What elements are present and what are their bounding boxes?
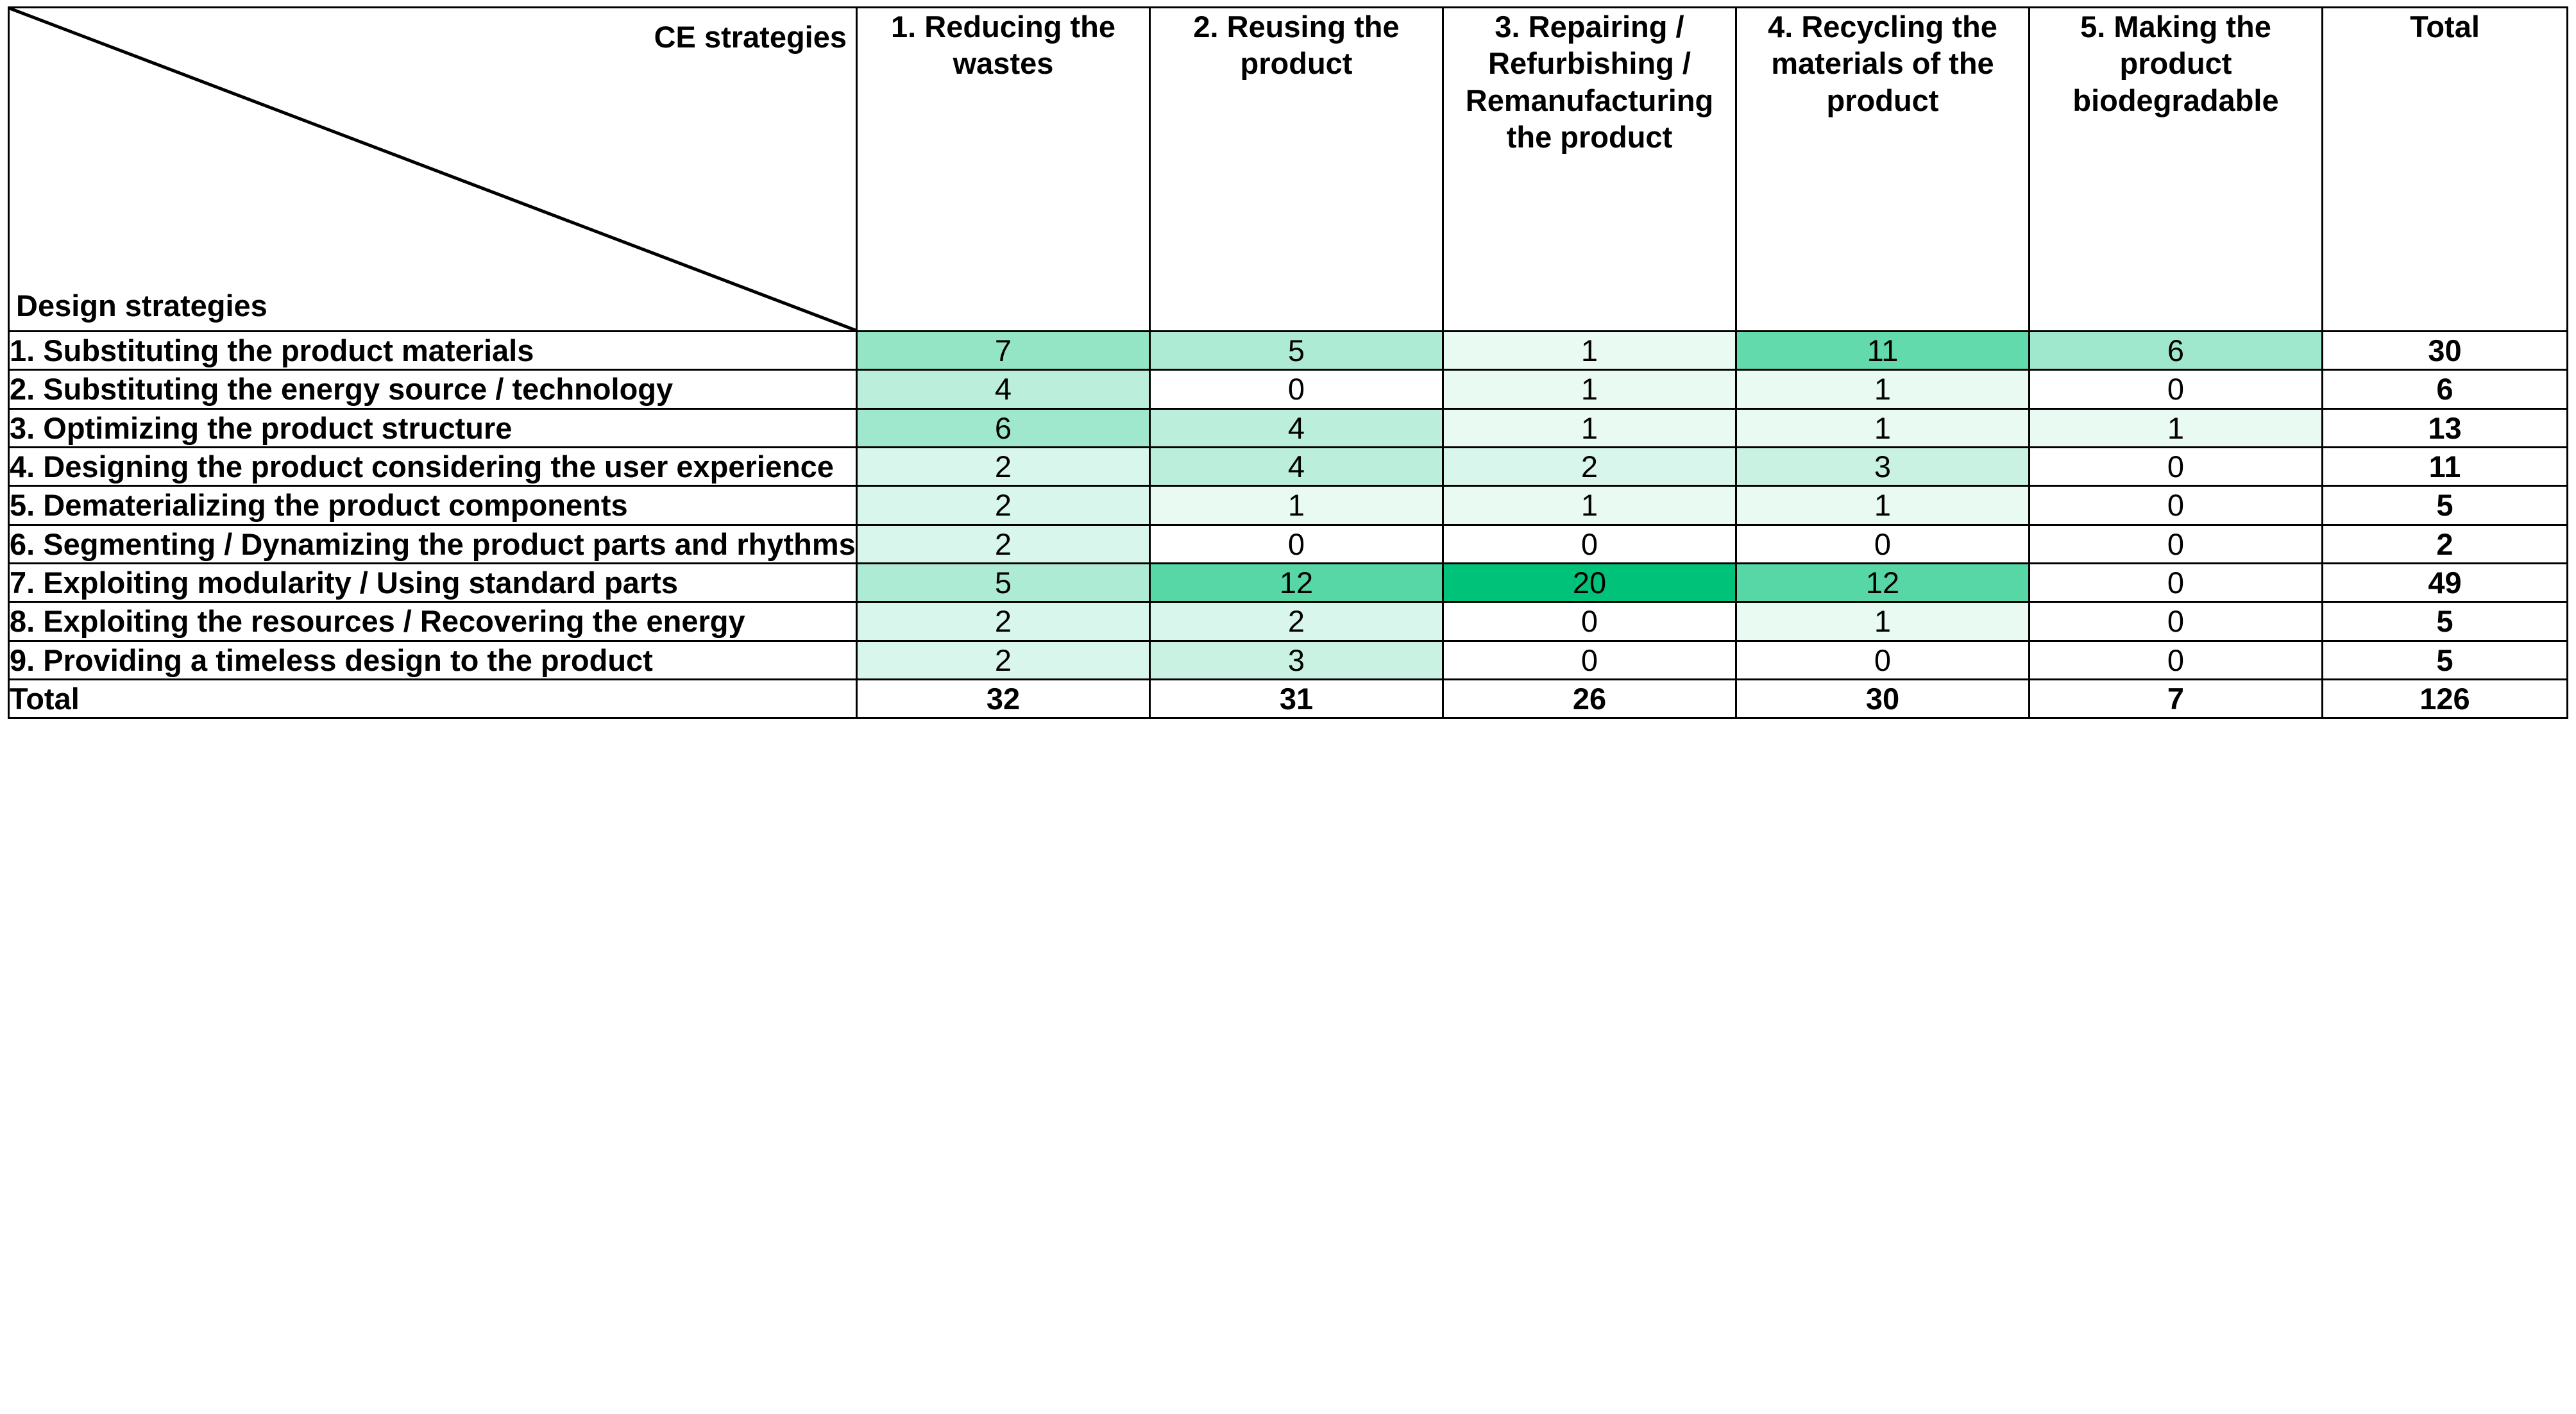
table-row: 2. Substituting the energy source / tech… (8, 369, 2568, 410)
row-label-1: 1. Substituting the product materials (8, 330, 858, 371)
corner-axis-cell: CE strategies Design strategies (8, 6, 858, 332)
grand-total: 126 (2321, 678, 2568, 720)
row-total-4: 11 (2321, 446, 2568, 487)
column-total-3: 26 (1442, 678, 1737, 720)
cell-r8-c2: 2 (1149, 601, 1444, 642)
column-header-1: 1. Reducing the wastes (856, 6, 1151, 332)
row-total-9: 5 (2321, 639, 2568, 680)
table-row: 7. Exploiting modularity / Using standar… (8, 562, 2568, 603)
diagonal-divider-icon (10, 8, 856, 330)
column-header-4: 4. Recycling the materials of the produc… (1735, 6, 2030, 332)
cell-r6-c1: 2 (856, 523, 1151, 564)
row-total-7: 49 (2321, 562, 2568, 603)
row-label-5: 5. Dematerializing the product component… (8, 485, 858, 526)
cell-r4-c5: 0 (2028, 446, 2323, 487)
table-row: 5. Dematerializing the product component… (8, 485, 2568, 526)
column-header-2: 2. Reusing the product (1149, 6, 1444, 332)
cell-r4-c3: 2 (1442, 446, 1737, 487)
cell-r5-c1: 2 (856, 485, 1151, 526)
row-label-4: 4. Designing the product considering the… (8, 446, 858, 487)
table-row: 9. Providing a timeless design to the pr… (8, 639, 2568, 680)
cell-r5-c3: 1 (1442, 485, 1737, 526)
row-label-8: 8. Exploiting the resources / Recovering… (8, 601, 858, 642)
header-row: CE strategies Design strategies 1. Reduc… (8, 6, 2568, 332)
column-total-1: 32 (856, 678, 1151, 720)
column-total-2: 31 (1149, 678, 1444, 720)
cell-r2-c5: 0 (2028, 369, 2323, 410)
column-total-5: 7 (2028, 678, 2323, 720)
row-total-2: 6 (2321, 369, 2568, 410)
cell-r9-c2: 3 (1149, 639, 1444, 680)
row-label-9: 9. Providing a timeless design to the pr… (8, 639, 858, 680)
cell-r8-c3: 0 (1442, 601, 1737, 642)
table-row: 4. Designing the product considering the… (8, 446, 2568, 487)
column-header-total: Total (2321, 6, 2568, 332)
cell-r9-c3: 0 (1442, 639, 1737, 680)
cell-r1-c2: 5 (1149, 330, 1444, 371)
cell-r1-c3: 1 (1442, 330, 1737, 371)
table-row: 6. Segmenting / Dynamizing the product p… (8, 523, 2568, 564)
cell-r2-c4: 1 (1735, 369, 2030, 410)
cell-r5-c4: 1 (1735, 485, 2030, 526)
column-total-4: 30 (1735, 678, 2030, 720)
row-total-3: 13 (2321, 407, 2568, 448)
column-axis-label: CE strategies (654, 20, 847, 54)
cell-r5-c5: 0 (2028, 485, 2323, 526)
cell-r7-c1: 5 (856, 562, 1151, 603)
row-label-6: 6. Segmenting / Dynamizing the product p… (8, 523, 858, 564)
row-total-6: 2 (2321, 523, 2568, 564)
cell-r6-c2: 0 (1149, 523, 1444, 564)
cell-r1-c5: 6 (2028, 330, 2323, 371)
table-row: 8. Exploiting the resources / Recovering… (8, 601, 2568, 642)
cell-r6-c4: 0 (1735, 523, 2030, 564)
cell-r4-c1: 2 (856, 446, 1151, 487)
cell-r4-c4: 3 (1735, 446, 2030, 487)
cell-r3-c3: 1 (1442, 407, 1737, 448)
row-label-7: 7. Exploiting modularity / Using standar… (8, 562, 858, 603)
cell-r8-c1: 2 (856, 601, 1151, 642)
row-total-5: 5 (2321, 485, 2568, 526)
cell-r2-c1: 4 (856, 369, 1151, 410)
column-header-5: 5. Making the product biodegradable (2028, 6, 2323, 332)
cell-r5-c2: 1 (1149, 485, 1444, 526)
cell-r3-c4: 1 (1735, 407, 2030, 448)
cell-r7-c5: 0 (2028, 562, 2323, 603)
cell-r8-c4: 1 (1735, 601, 2030, 642)
cell-r1-c4: 11 (1735, 330, 2030, 371)
cell-r3-c5: 1 (2028, 407, 2323, 448)
column-header-3: 3. Repairing / Refurbishing / Remanufact… (1442, 6, 1737, 332)
row-total-1: 30 (2321, 330, 2568, 371)
cell-r4-c2: 4 (1149, 446, 1444, 487)
cell-r3-c2: 4 (1149, 407, 1444, 448)
cell-r7-c4: 12 (1735, 562, 2030, 603)
cell-r9-c1: 2 (856, 639, 1151, 680)
cell-r6-c3: 0 (1442, 523, 1737, 564)
row-label-2: 2. Substituting the energy source / tech… (8, 369, 858, 410)
row-label-3: 3. Optimizing the product structure (8, 407, 858, 448)
footer-label: Total (8, 678, 858, 720)
cell-r9-c4: 0 (1735, 639, 2030, 680)
row-axis-label: Design strategies (16, 288, 267, 323)
cell-r2-c2: 0 (1149, 369, 1444, 410)
cell-r7-c2: 12 (1149, 562, 1444, 603)
cell-r6-c5: 0 (2028, 523, 2323, 564)
cell-r2-c3: 1 (1442, 369, 1737, 410)
cell-r7-c3: 20 (1442, 562, 1737, 603)
row-total-8: 5 (2321, 601, 2568, 642)
cell-r9-c5: 0 (2028, 639, 2323, 680)
cell-r1-c1: 7 (856, 330, 1151, 371)
cell-r3-c1: 6 (856, 407, 1151, 448)
cell-r8-c5: 0 (2028, 601, 2323, 642)
ce-design-strategy-matrix: CE strategies Design strategies 1. Reduc… (8, 6, 2568, 720)
